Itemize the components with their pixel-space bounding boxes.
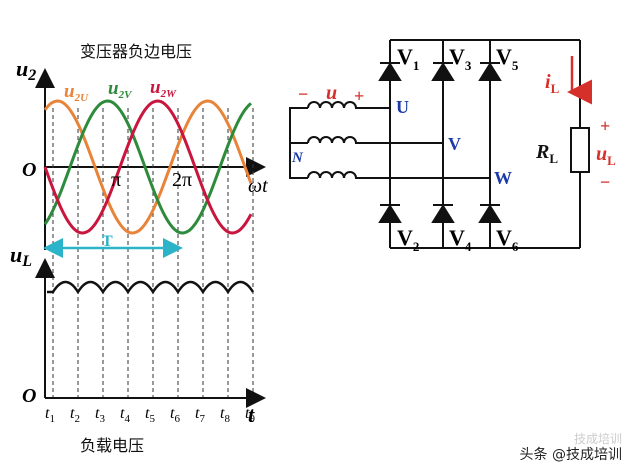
period-label: T bbox=[102, 233, 113, 250]
ul-plus: + bbox=[600, 116, 610, 136]
wave-u2v bbox=[43, 99, 252, 235]
neutral-wire bbox=[289, 107, 308, 179]
tick-label: t5 bbox=[145, 405, 155, 425]
tick-label: t6 bbox=[170, 405, 180, 425]
ul-minus: − bbox=[600, 172, 610, 192]
load-x-label: t bbox=[248, 402, 255, 427]
bridge-circuit bbox=[289, 39, 592, 249]
tick-label: t9 bbox=[245, 405, 255, 425]
wave-u2w bbox=[43, 99, 253, 235]
load-y-label: uL bbox=[10, 242, 32, 270]
legend-u2v: u2V bbox=[108, 78, 133, 101]
legend-u2u: u2U bbox=[64, 81, 89, 104]
label-v4: V4 bbox=[449, 225, 472, 254]
label-v3: V3 bbox=[449, 44, 472, 73]
source-minus: − bbox=[298, 84, 308, 104]
resistor-label: RL bbox=[535, 141, 558, 166]
source-plus: + bbox=[354, 86, 364, 106]
wave-y-label: u2 bbox=[16, 56, 36, 84]
load-title: 负载电压 bbox=[80, 436, 145, 455]
ul-label: uL bbox=[596, 143, 616, 168]
node-u: U bbox=[396, 97, 409, 117]
diode-v3 bbox=[431, 62, 455, 81]
node-v: V bbox=[448, 134, 461, 154]
diode-v6 bbox=[478, 204, 502, 223]
dashed-guides bbox=[52, 108, 254, 398]
tick-label: t4 bbox=[120, 405, 130, 425]
load-panel: uL O t t1 t2 t3 t4 t5 t6 t7 t8 t9 bbox=[10, 242, 266, 427]
node-w: W bbox=[494, 168, 512, 188]
tick-2pi: 2π bbox=[172, 169, 192, 191]
wave-u2u bbox=[43, 99, 253, 235]
diode-v5 bbox=[478, 62, 502, 81]
diode-v4 bbox=[431, 204, 455, 223]
resistor bbox=[570, 127, 590, 173]
label-v1: V1 bbox=[397, 44, 419, 73]
tick-pi: π bbox=[111, 169, 121, 191]
neutral-label: N bbox=[291, 150, 304, 166]
tick-label: t8 bbox=[220, 405, 230, 425]
watermark-ghost: 技成培训 bbox=[573, 432, 622, 446]
watermark-text: 头条 @技成培训 bbox=[519, 447, 622, 463]
watermark: 技成培训 头条 @技成培训 bbox=[519, 432, 622, 464]
load-tick-labels: t1 t2 t3 t4 t5 t6 t7 t8 t9 bbox=[45, 405, 255, 425]
coil-w bbox=[307, 171, 357, 179]
source-u: u bbox=[326, 82, 337, 104]
current-label: iL bbox=[545, 71, 560, 96]
load-ripple bbox=[47, 280, 255, 295]
legend-u2w: u2W bbox=[150, 77, 177, 100]
wave-origin: O bbox=[22, 159, 36, 181]
label-v5: V5 bbox=[496, 44, 519, 73]
diode-v1 bbox=[378, 62, 402, 81]
coil-v bbox=[307, 136, 357, 144]
tick-label: t3 bbox=[95, 405, 105, 425]
wave-x-label: ωt bbox=[248, 175, 268, 197]
label-v6: V6 bbox=[496, 225, 519, 254]
diode-v2 bbox=[378, 204, 402, 223]
coil-u bbox=[307, 101, 357, 109]
load-origin: O bbox=[22, 385, 36, 407]
label-v2: V2 bbox=[397, 225, 419, 254]
tick-label: t1 bbox=[45, 405, 55, 425]
circuit-labels: V1 V3 V5 V2 V4 V6 U V W N − u + iL RL + … bbox=[291, 44, 616, 254]
tick-label: t2 bbox=[70, 405, 80, 425]
wave-title: 变压器负边电压 bbox=[80, 42, 193, 61]
wave-panel: u2 O ωt π 2π u2U u2V u2W T bbox=[16, 56, 268, 398]
tick-label: t7 bbox=[195, 405, 205, 425]
